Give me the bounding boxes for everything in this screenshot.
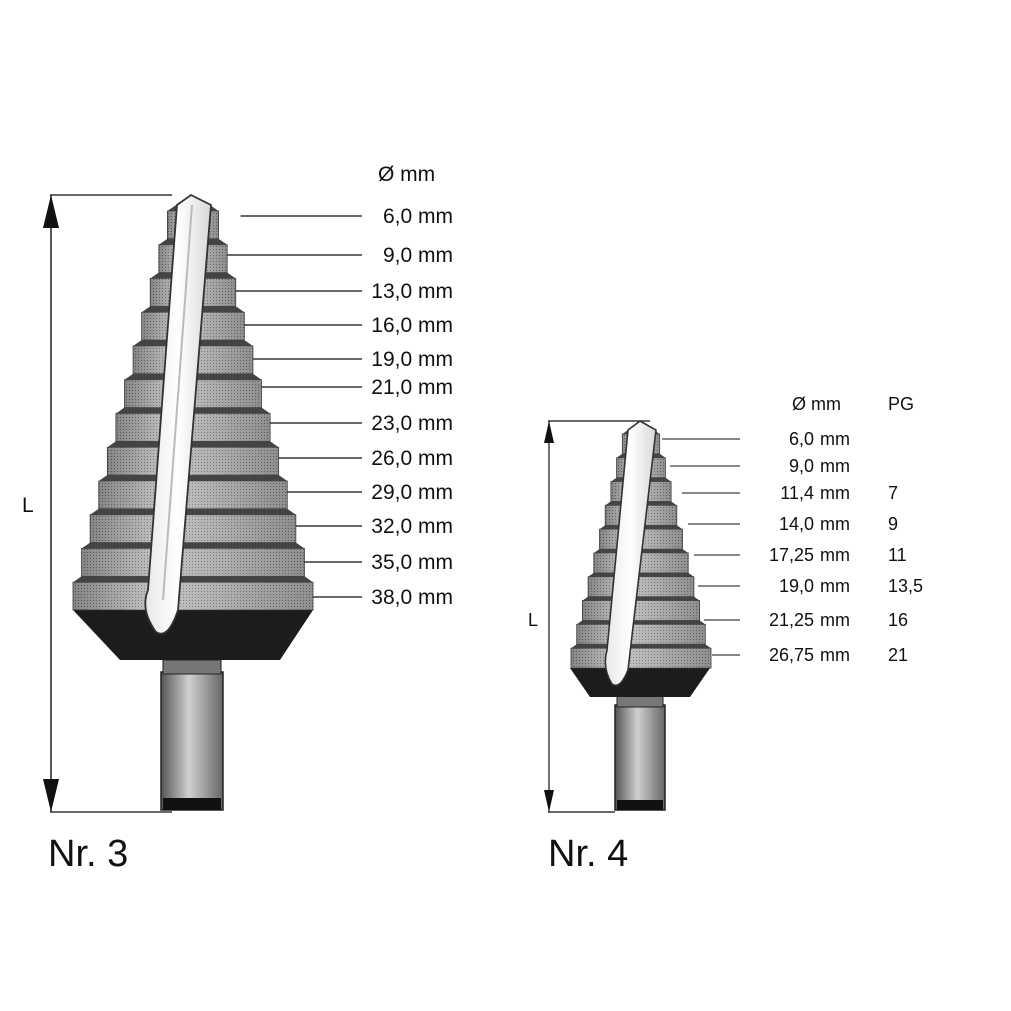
drill-title: Nr. 4: [548, 833, 628, 875]
diameter-label: 32,0 mm: [371, 515, 453, 538]
diameter-label: 29,0 mm: [371, 481, 453, 504]
flute: [144, 193, 212, 635]
shank-neck: [162, 659, 222, 675]
arrow-down-icon: [544, 790, 554, 812]
cone-step-shade: [81, 548, 305, 577]
dia-header: Ø mm: [378, 163, 435, 186]
flute-highlight: [162, 204, 193, 601]
drill-title: Nr. 3: [48, 833, 128, 875]
cone-step-bevel: [98, 475, 288, 481]
cone-step-shade: [73, 582, 313, 610]
cone-step-shade: [576, 624, 706, 645]
diameter-label: 35,0 mm: [371, 551, 453, 574]
length-label: L: [22, 494, 34, 517]
unit-label: mm: [820, 429, 850, 449]
cone-step-bevel: [576, 620, 706, 625]
unit-label: mm: [820, 545, 850, 565]
cone-step-bevel: [107, 441, 279, 448]
cone-step-shade: [98, 481, 288, 509]
diameter-label: 9,0: [789, 456, 814, 476]
cone-step-bevel: [90, 508, 296, 515]
diameter-label: 6,0 mm: [383, 205, 453, 228]
shank: [160, 671, 224, 811]
diameter-label: 6,0: [789, 429, 814, 449]
unit-label: mm: [820, 576, 850, 596]
drill-nr4: L Ø mm PG 6,0 mm 9,0 mm 11,4 mm 7 14,0 mm 9 17,25 m…: [528, 394, 923, 875]
diameter-label: 26,75: [769, 645, 814, 665]
cone-step-shade: [107, 447, 279, 475]
shank-end: [163, 798, 221, 810]
pg-label: 21: [888, 645, 908, 665]
unit-label: mm: [820, 645, 850, 665]
pg-label: 16: [888, 610, 908, 630]
shank-end: [617, 800, 663, 810]
drill-nr3: L Ø mm 6,0 mm 9,0 mm 13,0 mm 16,0 mm 19,0 mm…: [22, 163, 453, 875]
arrow-down-icon: [43, 779, 59, 812]
unit-label: mm: [820, 610, 850, 630]
arrow-up-icon: [43, 195, 59, 228]
length-label: L: [528, 610, 538, 630]
arrow-up-icon: [544, 421, 554, 443]
diameter-label: 21,25: [769, 610, 814, 630]
shank: [614, 704, 666, 811]
diameter-label: 26,0 mm: [371, 447, 453, 470]
pg-label: 9: [888, 514, 898, 534]
cone-step-bevel: [81, 542, 305, 549]
cone-step-shade: [588, 576, 694, 597]
cone-step-shade: [90, 514, 296, 543]
drill-base: [73, 610, 313, 660]
diameter-label: 21,0 mm: [371, 376, 453, 399]
diameter-label: 11,4: [780, 483, 814, 503]
diameter-label: 9,0 mm: [383, 244, 453, 267]
cone-step-shade: [571, 648, 711, 668]
cone-step-bevel: [571, 644, 711, 649]
pg-label: 7: [888, 483, 898, 503]
diameter-label: 38,0 mm: [371, 586, 453, 609]
flute: [604, 420, 657, 687]
unit-label: mm: [820, 456, 850, 476]
diameter-label: 17,25: [769, 545, 814, 565]
unit-label: mm: [820, 483, 850, 503]
pg-label: 13,5: [888, 576, 923, 596]
pg-header: PG: [888, 394, 914, 414]
diameter-label: 14,0: [779, 514, 814, 534]
diameter-label: 19,0 mm: [371, 348, 453, 371]
diameter-label: 23,0 mm: [371, 412, 453, 435]
cone-step-bevel: [588, 572, 694, 577]
cone-step-shade: [582, 600, 700, 621]
diameter-label: 13,0 mm: [371, 280, 453, 303]
pg-label: 11: [888, 545, 907, 565]
dia-header: Ø mm: [792, 394, 841, 414]
cone-step-bevel: [582, 596, 700, 601]
cone-step-bevel: [73, 576, 313, 583]
dimension-labels: 6,0 mm 9,0 mm 13,0 mm 16,0 mm 19,0 mm 21,0 mm…: [227, 205, 453, 609]
diameter-label: 19,0: [779, 576, 814, 596]
unit-label: mm: [820, 514, 850, 534]
drill-base: [570, 668, 710, 697]
dimension-labels: 6,0 mm 9,0 mm 11,4 mm 7 14,0 mm 9 17,25 mm 11 19,0 mm 1…: [662, 429, 923, 665]
diameter-label: 16,0 mm: [371, 314, 453, 337]
